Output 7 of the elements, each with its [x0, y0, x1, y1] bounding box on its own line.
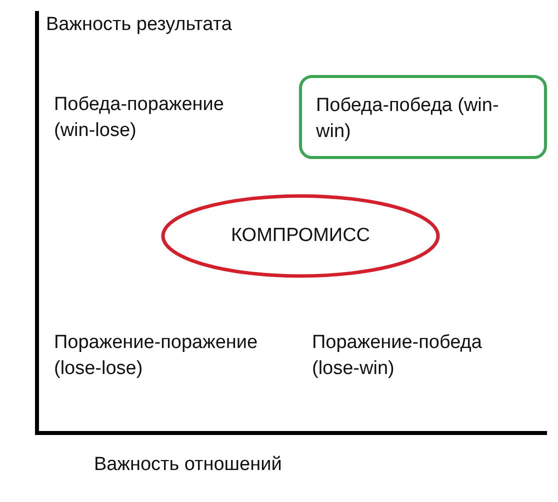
axis-title: Важность результата	[46, 13, 233, 37]
quadrant-label: Поражение-поражение (lose-lose)	[54, 331, 259, 381]
outcome-box: Победа-победа (win-win)	[299, 75, 547, 159]
quadrant-label: Победа-поражение (win-lose)	[54, 93, 225, 143]
axis-title: Важность отношений	[94, 453, 283, 477]
quadrant-label: Поражение-победа (lose-win)	[312, 331, 483, 381]
outcome-ellipse: КОМПРОМИСС	[161, 194, 440, 278]
